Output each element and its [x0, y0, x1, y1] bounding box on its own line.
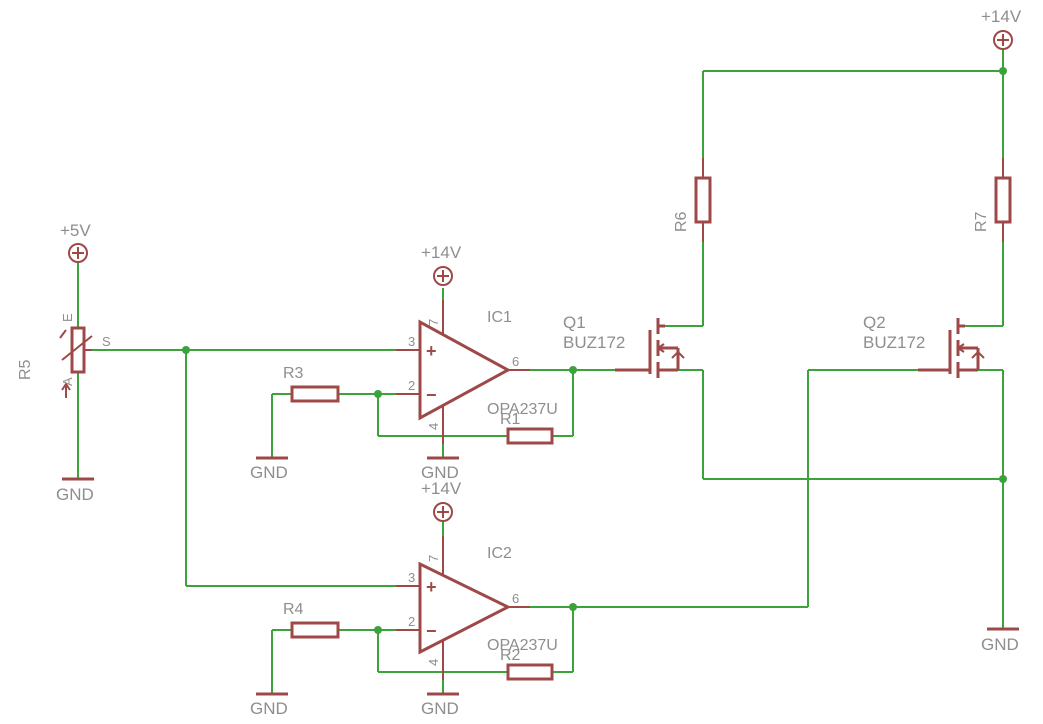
- mosfet-q1: Q1 BUZ172: [563, 313, 685, 378]
- ground-out: GND: [981, 627, 1019, 654]
- opamp-ic1: + − 3 2 6 7 4 IC1 OPA237U: [396, 300, 558, 444]
- wires: [77, 50, 1004, 694]
- ic1-value: OPA237U: [487, 401, 558, 418]
- resistor-r1: R1: [500, 411, 554, 445]
- ic2-value: OPA237U: [487, 637, 558, 654]
- supply-label-p14v-top: +14V: [981, 7, 1022, 26]
- ic2-minus-sign: −: [426, 621, 437, 641]
- ic2-label: IC2: [487, 545, 512, 562]
- resistor-r4: R4: [283, 601, 340, 639]
- ground-label: GND: [421, 463, 459, 482]
- ic1-pin-4: 4: [426, 423, 441, 430]
- resistor-r6: R6: [673, 158, 712, 242]
- ic1-pin-2: 2: [408, 378, 415, 393]
- r5-pin-a: A: [60, 377, 75, 386]
- supply-p14v-ic1: +14V: [421, 243, 462, 286]
- supply-p5v: +5V: [60, 221, 91, 263]
- ground-label: GND: [981, 635, 1019, 654]
- ic1-pin-7: 7: [426, 319, 441, 326]
- resistor-r3: R3: [283, 365, 340, 403]
- r5-label: R5: [17, 359, 34, 380]
- supply-label-p14v-ic2: +14V: [421, 479, 462, 498]
- resistor-r2: R2: [500, 647, 554, 681]
- ground-label: GND: [421, 699, 459, 718]
- ic1-label: IC1: [487, 309, 512, 326]
- mosfet-q2: Q2 BUZ172: [863, 313, 985, 378]
- ic1-pin-6: 6: [512, 354, 519, 369]
- ground-label: GND: [250, 699, 288, 718]
- r4-label: R4: [283, 601, 304, 618]
- ic2-pin-2: 2: [408, 614, 415, 629]
- ic2-pin-3: 3: [408, 570, 415, 585]
- ground-r3: GND: [250, 456, 288, 482]
- supply-p14v-top: +14V: [981, 7, 1022, 50]
- r5-pin-e: E: [60, 313, 75, 322]
- r1-label: R1: [500, 411, 521, 428]
- ic1-pin-3: 3: [408, 334, 415, 349]
- r2-label: R2: [500, 647, 521, 664]
- ic2-plus-sign: +: [426, 577, 437, 597]
- q1-label: Q1: [563, 313, 586, 332]
- ground-ic1: GND: [421, 456, 459, 482]
- q2-value: BUZ172: [863, 333, 925, 352]
- ground-r5: GND: [56, 477, 94, 504]
- r6-label: R6: [673, 211, 690, 232]
- opamp-ic2: + − 3 2 6 7 4 IC2 OPA237U: [396, 536, 558, 680]
- supply-label-p14v-ic1: +14V: [421, 243, 462, 262]
- ground-r4: GND: [250, 692, 288, 718]
- ic2-pin-4: 4: [426, 659, 441, 666]
- ic1-minus-sign: −: [426, 385, 437, 405]
- ground-ic2: GND: [421, 692, 459, 718]
- supply-label-p5v: +5V: [60, 221, 91, 240]
- ic1-plus-sign: +: [426, 341, 437, 361]
- r3-label: R3: [283, 365, 304, 382]
- r7-label: R7: [973, 211, 990, 232]
- ground-label: GND: [56, 485, 94, 504]
- ground-label: GND: [250, 463, 288, 482]
- supply-p14v-ic2: +14V: [421, 479, 462, 522]
- resistor-r7: R7: [973, 158, 1012, 242]
- ic2-pin-6: 6: [512, 591, 519, 606]
- ic2-pin-7: 7: [426, 555, 441, 562]
- q1-value: BUZ172: [563, 333, 625, 352]
- r5-pin-s: S: [102, 334, 111, 349]
- junctions: [182, 67, 1007, 634]
- q2-label: Q2: [863, 313, 886, 332]
- potentiometer-r5: R5 E A S: [17, 313, 111, 398]
